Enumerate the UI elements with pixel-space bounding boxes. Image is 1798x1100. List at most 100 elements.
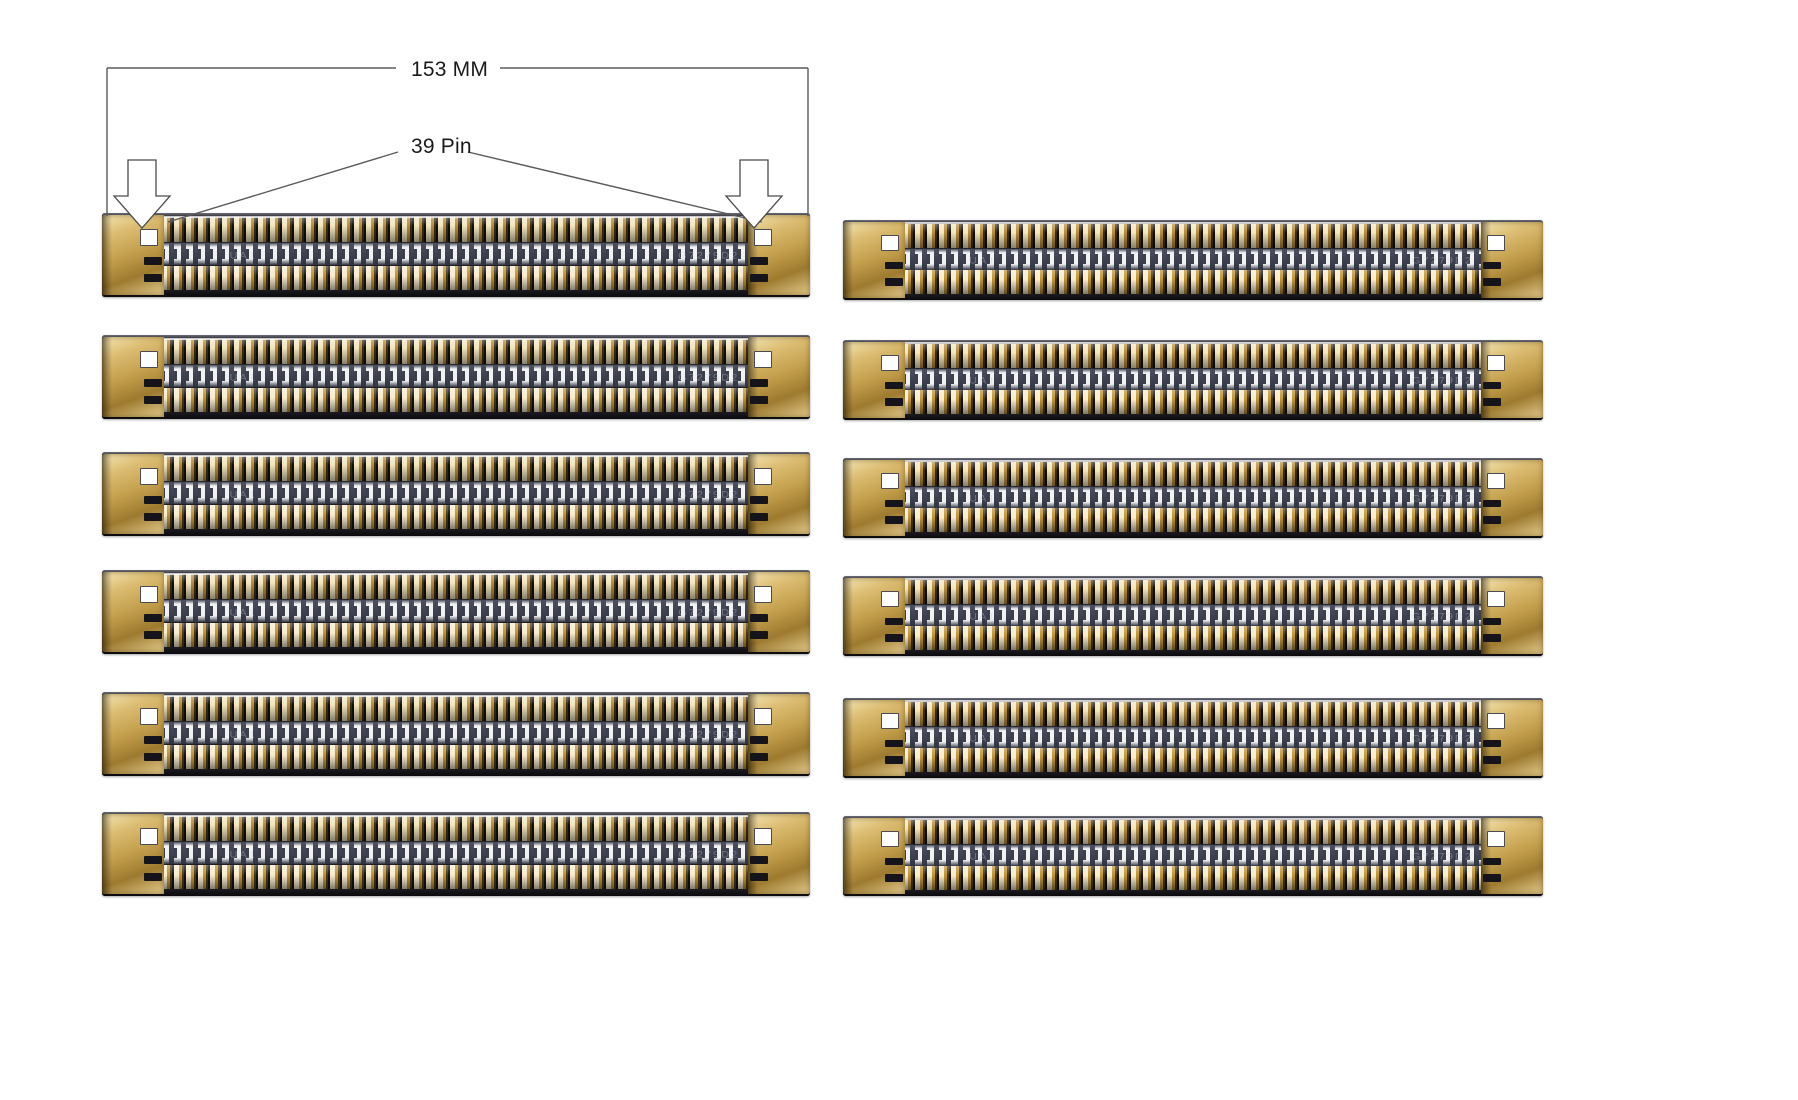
- shell-solder-tab-upper: [144, 256, 162, 265]
- shell-bevel: [102, 693, 112, 775]
- lower-rail-shading: [843, 866, 1543, 891]
- housing-bottom-edge: [843, 413, 1543, 420]
- housing-bottom-edge: [102, 647, 810, 654]
- housing-top-edge: [102, 570, 810, 575]
- shell-solder-tab-lower: [1483, 398, 1501, 407]
- shell-bevel: [102, 813, 112, 895]
- upper-contact-rail: [843, 344, 1543, 368]
- shell-bevel: [748, 571, 758, 653]
- shell-latch-notch: [140, 229, 158, 246]
- upper-rail-shading: [843, 702, 1543, 726]
- housing-top-edge: [843, 816, 1543, 820]
- lower-rail-shading: [843, 508, 1543, 533]
- silkscreen-right-mark: G7279D2: [1411, 494, 1473, 505]
- lower-rail-shading: [102, 622, 810, 649]
- shell-solder-tab-upper: [1483, 499, 1501, 508]
- upper-rail-shading: [102, 696, 810, 722]
- silkscreen-right-mark: G7279D2: [1411, 734, 1473, 745]
- silkscreen-right-mark: G7279D2: [1411, 256, 1473, 267]
- shell-solder-tab-upper: [1483, 739, 1501, 748]
- shell-solder-tab-upper: [1483, 617, 1501, 626]
- shell-bevel: [1481, 221, 1491, 299]
- upper-rail-shading: [843, 344, 1543, 368]
- shell-bevel: [748, 336, 758, 418]
- upper-contact-rail: [102, 456, 810, 482]
- shell-solder-tab-lower: [885, 874, 903, 883]
- right-metal-shell: [748, 214, 810, 296]
- housing-bottom-edge: [843, 649, 1543, 656]
- shell-bevel: [843, 221, 853, 299]
- shell-bevel: [843, 459, 853, 537]
- housing-bottom-edge: [102, 889, 810, 896]
- shell-latch-notch: [140, 586, 158, 603]
- lower-rail-shading: [843, 390, 1543, 415]
- shell-solder-tab-upper: [750, 495, 768, 504]
- silkscreen-right-mark: G7279D2: [678, 729, 740, 741]
- lower-rail-shading: [843, 748, 1543, 773]
- right-metal-shell: [748, 571, 810, 653]
- upper-contact-rail: [843, 820, 1543, 844]
- shell-solder-tab-upper: [144, 495, 162, 504]
- shell-bevel: [843, 341, 853, 419]
- silkscreen-right-mark: G7279D2: [678, 849, 740, 861]
- shell-solder-tab-lower: [750, 631, 768, 640]
- shell-solder-tab-lower: [144, 513, 162, 522]
- housing-bottom-edge: [102, 412, 810, 419]
- shell-solder-tab-upper: [1483, 857, 1501, 866]
- housing-top-edge: [843, 220, 1543, 224]
- housing-seam: [905, 342, 1481, 345]
- center-channel-shadows: [843, 850, 1543, 860]
- lower-rail-shading: [102, 864, 810, 891]
- shell-bevel: [843, 699, 853, 777]
- shell-solder-tab-lower: [144, 396, 162, 405]
- shell-solder-tab-upper: [885, 857, 903, 866]
- shell-bevel: [102, 336, 112, 418]
- left-metal-shell: [843, 459, 905, 537]
- shell-solder-tab-lower: [1483, 874, 1501, 883]
- shell-solder-tab-upper: [885, 499, 903, 508]
- silkscreen-left-mark: UA1: [969, 734, 997, 745]
- left-metal-shell: [102, 214, 164, 296]
- shell-latch-notch: [140, 468, 158, 485]
- silkscreen-left-mark: UA1: [229, 250, 257, 262]
- shell-bevel: [748, 214, 758, 296]
- upper-contact-rail: [102, 816, 810, 842]
- shell-solder-tab-lower: [885, 756, 903, 765]
- housing-top-edge: [843, 698, 1543, 702]
- shell-latch-notch: [140, 828, 158, 845]
- upper-rail-shading: [102, 816, 810, 842]
- shell-solder-tab-lower: [144, 274, 162, 283]
- silkscreen-right-mark: G7279D2: [678, 607, 740, 619]
- shell-solder-tab-lower: [885, 278, 903, 287]
- housing-seam: [905, 460, 1481, 463]
- shell-solder-tab-upper: [885, 739, 903, 748]
- left-metal-shell: [102, 693, 164, 775]
- center-channel-shadows: [843, 374, 1543, 384]
- shell-solder-tab-upper: [1483, 381, 1501, 390]
- lower-rail-shading: [102, 387, 810, 414]
- housing-top-edge: [102, 452, 810, 457]
- silkscreen-left-mark: UA1: [229, 849, 257, 861]
- center-channel-shadows: [102, 728, 810, 739]
- lower-rail-shading: [102, 265, 810, 292]
- center-channel-shadows: [102, 488, 810, 499]
- shell-latch-notch: [1487, 591, 1505, 608]
- shell-bevel: [1481, 817, 1491, 895]
- left-metal-shell: [843, 221, 905, 299]
- shell-solder-tab-upper: [144, 735, 162, 744]
- center-channel-shadows: [843, 610, 1543, 620]
- shell-bevel: [102, 453, 112, 535]
- upper-contact-rail: [102, 696, 810, 722]
- shell-latch-notch: [140, 351, 158, 368]
- shell-solder-tab-lower: [750, 274, 768, 283]
- center-channel-shadows: [102, 848, 810, 859]
- shell-solder-tab-upper: [144, 855, 162, 864]
- shell-solder-tab-lower: [144, 753, 162, 762]
- left-metal-shell: [102, 453, 164, 535]
